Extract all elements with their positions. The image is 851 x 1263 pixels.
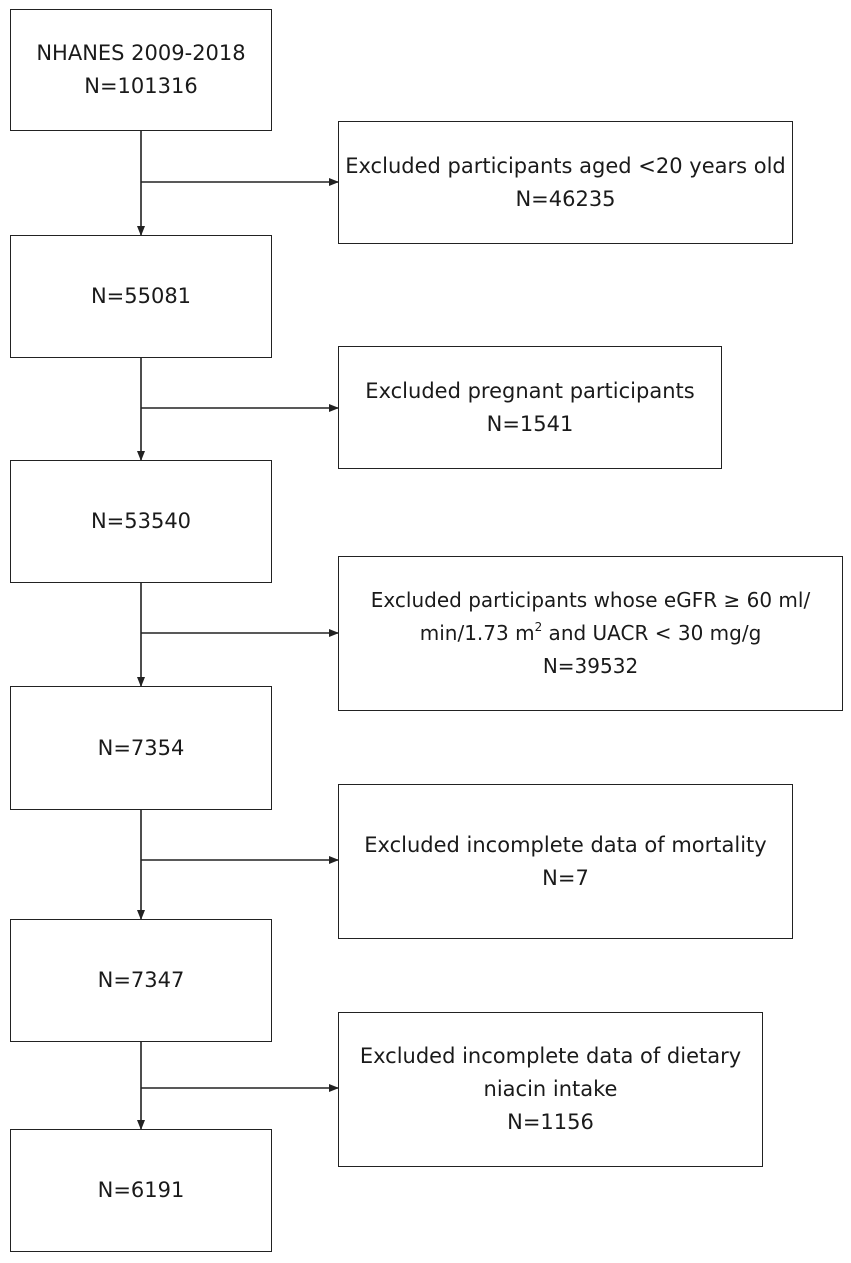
exclusion-label-line2-post: and UACR < 30 mg/g	[542, 621, 762, 645]
exclusion-label-line2: min/1.73 m2 and UACR < 30 mg/g	[420, 617, 762, 650]
exclusion-label: Excluded pregnant participants	[365, 378, 695, 403]
box-non-pregnant: N=53540	[10, 460, 272, 583]
exclusion-box-mortality: Excluded incomplete data of mortality N=…	[338, 784, 793, 939]
box-nhanes-total: NHANES 2009-2018 N=101316	[10, 9, 272, 131]
exclusion-label-line2-pre: min/1.73 m	[419, 621, 535, 645]
exclusion-label-line1: Excluded incomplete data of dietary	[359, 1044, 742, 1068]
exclusion-box-age: Excluded participants aged <20 years old…	[338, 121, 793, 244]
exclusion-box-pregnant: Excluded pregnant participants N=1541	[338, 346, 722, 469]
box-final-sample: N=6191	[10, 1129, 272, 1252]
box-ckd: N=7354	[10, 686, 272, 810]
box-count: N=7354	[97, 735, 185, 760]
box-count: N=55081	[90, 284, 192, 308]
exclusion-count: N=46235	[515, 186, 616, 211]
exclusion-count: N=1156	[507, 1110, 594, 1134]
exclusion-label: Excluded incomplete data of mortality	[364, 832, 767, 857]
exclusion-box-niacin: Excluded incomplete data of dietary niac…	[338, 1012, 763, 1167]
exclusion-label-line1: Excluded participants whose eGFR ≥ 60 ml…	[370, 588, 811, 612]
box-count: N=7347	[97, 968, 185, 992]
box-title: NHANES 2009-2018	[36, 41, 246, 65]
exclusion-count: N=7	[542, 865, 589, 890]
box-count: N=6191	[97, 1178, 185, 1202]
exclusion-label: Excluded participants aged <20 years old	[345, 153, 786, 178]
exclusion-label-line2: niacin intake	[483, 1077, 618, 1101]
superscript-2: 2	[534, 620, 543, 634]
box-count: N=53540	[90, 509, 192, 533]
exclusion-box-egfr: Excluded participants whose eGFR ≥ 60 ml…	[338, 556, 843, 711]
box-adults: N=55081	[10, 235, 272, 358]
exclusion-count: N=1541	[486, 411, 574, 436]
box-count: N=101316	[84, 74, 198, 98]
exclusion-count: N=39532	[542, 654, 639, 678]
box-mortality-complete: N=7347	[10, 919, 272, 1042]
